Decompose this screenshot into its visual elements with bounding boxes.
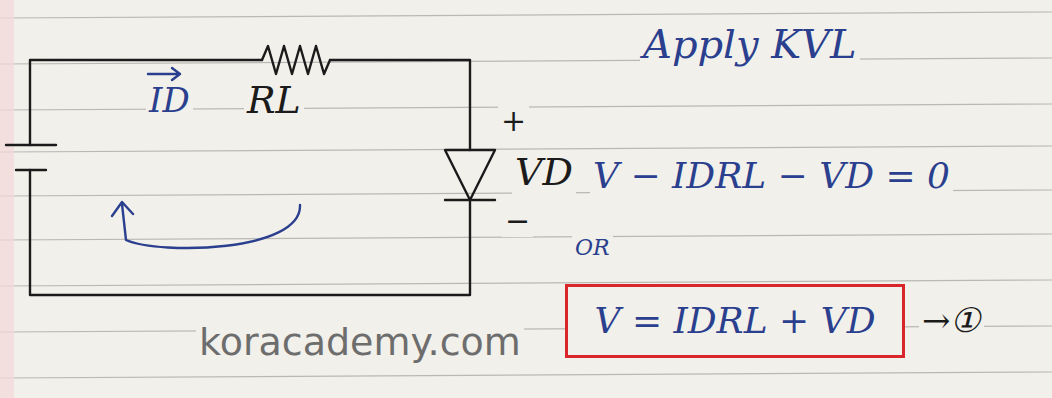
wire [30, 60, 262, 145]
polarity-sign: − [502, 204, 533, 237]
watermark: koracademy.com [196, 322, 524, 364]
battery-symbol [6, 145, 56, 170]
wire [330, 60, 470, 150]
resistor-symbol [262, 46, 330, 74]
polarity-sign: + [498, 104, 529, 137]
equation-number: →① [919, 302, 984, 339]
voltage-label: VD [512, 152, 576, 194]
resistor-label: RL [244, 80, 304, 122]
wire [30, 170, 470, 295]
kvl-equation: V − IDRL − VD = 0 [590, 156, 953, 196]
connector-word: OR [572, 236, 613, 260]
diode-symbol [445, 150, 495, 200]
current-label: ID [146, 82, 193, 119]
boxed-equation: V = IDRL + VD [594, 301, 875, 341]
heading-note: Apply KVL [640, 22, 860, 66]
result-box: V = IDRL + VD [565, 284, 905, 358]
current-arrow [148, 68, 180, 80]
loop-arrow [112, 202, 300, 248]
